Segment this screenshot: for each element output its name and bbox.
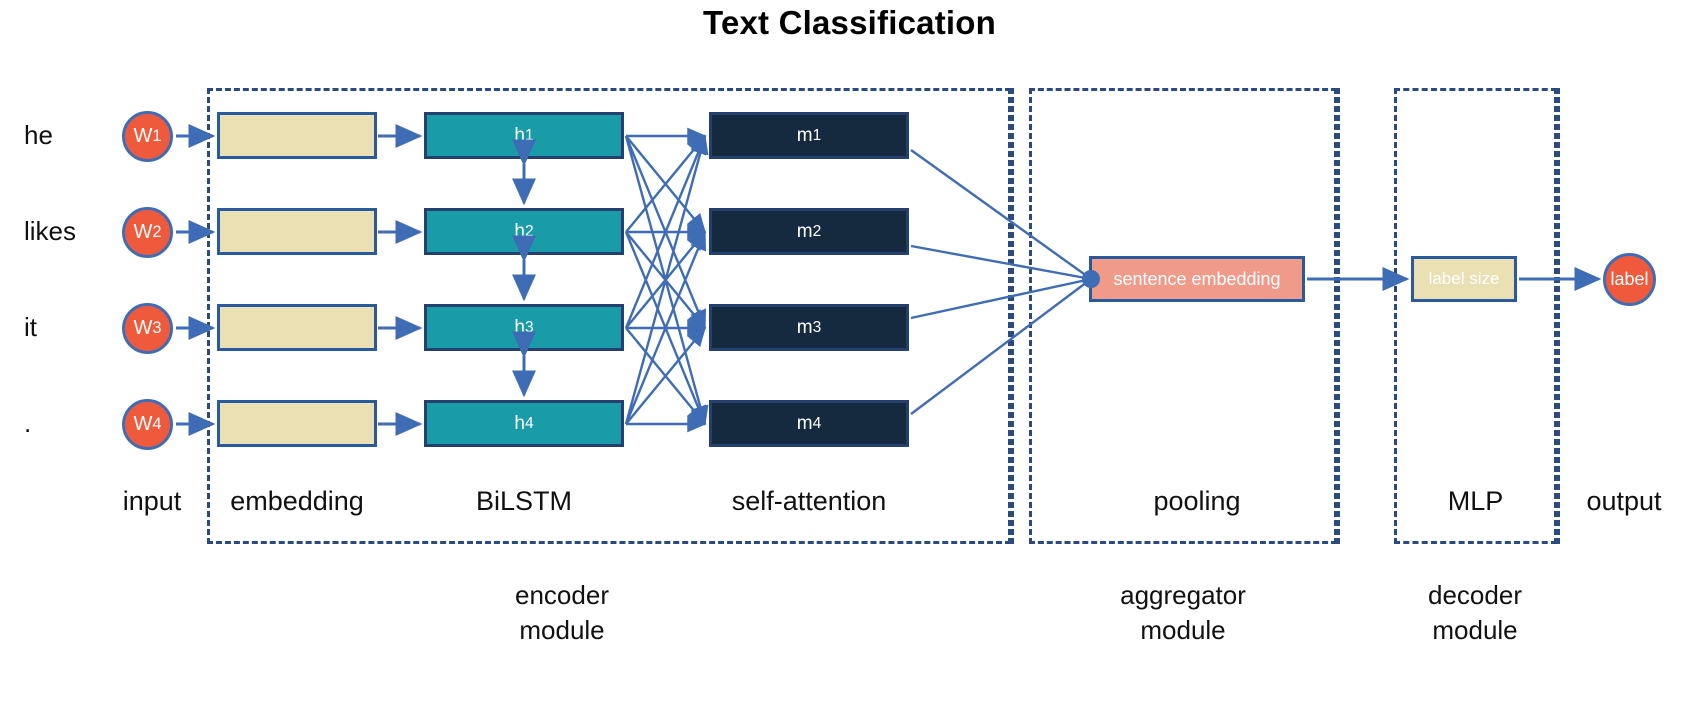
input-word-1: he [24, 120, 53, 150]
aggregator-module-label-line1: aggregator [1120, 580, 1246, 610]
label-size-box[interactable]: label size [1411, 256, 1517, 302]
selfattention-memory-m1-sub: 1 [812, 126, 822, 144]
encoder-module-label-line1: encoder [515, 580, 609, 610]
bilstm-state-h1-sub: 1 [524, 126, 534, 144]
stage-label-pooling: pooling [1153, 486, 1241, 516]
word-token-2-base: W [133, 221, 153, 243]
decoder-module-label-line1: decoder [1428, 580, 1522, 610]
word-token-3-sub: 3 [152, 319, 162, 337]
word-token-3-base: W [133, 317, 153, 339]
stage-label-self-attention: self-attention [731, 486, 887, 516]
sentence-embedding-box[interactable]: sentence embedding [1089, 256, 1305, 302]
separator-mlp-right [1557, 88, 1560, 544]
embedding-box-2[interactable] [217, 208, 377, 255]
aggregator-module-label-line2: module [1140, 615, 1226, 646]
selfattention-memory-m1-base: m [796, 124, 813, 146]
selfattention-memory-m4-base: m [796, 412, 813, 434]
selfattention-memory-m4-sub: 4 [812, 414, 822, 432]
embedding-box-4[interactable] [217, 400, 377, 447]
bilstm-state-h3-base: h [514, 316, 525, 338]
word-token-4-base: W [133, 413, 153, 435]
selfattention-memory-m3-sub: 3 [812, 318, 822, 336]
stage-label-embedding: embedding [230, 486, 364, 516]
bilstm-state-h2-sub: 2 [524, 222, 534, 240]
word-token-4-sub: 4 [152, 415, 162, 433]
page-title: Text Classification [703, 4, 996, 41]
word-token-1-base: W [133, 125, 153, 147]
separator-pooling-right [1337, 88, 1340, 544]
stage-label-output: output [1586, 486, 1662, 516]
selfattention-memory-m3-base: m [796, 316, 813, 338]
aggregator-module-label: aggregator module [1078, 578, 1288, 648]
bilstm-state-h2-base: h [514, 220, 525, 242]
selfattention-memory-m2-sub: 2 [812, 222, 822, 240]
encoder-module-label-line2: module [519, 615, 605, 646]
embedding-box-1[interactable] [217, 112, 377, 159]
bilstm-state-h1-base: h [514, 124, 525, 146]
bilstm-state-h4-base: h [514, 412, 525, 434]
input-word-2: likes [24, 216, 77, 246]
separator-embedding-left [207, 88, 210, 544]
decoder-module-label: decoder module [1370, 578, 1580, 648]
input-word-4: . [24, 408, 32, 438]
embedding-box-3[interactable] [217, 304, 377, 351]
input-word-3: it [24, 312, 37, 342]
decoder-module-label-line2: module [1432, 615, 1518, 646]
decoder-module-frame [1394, 88, 1557, 544]
word-token-2-sub: 2 [152, 223, 162, 241]
encoder-module-label: encoder module [457, 578, 667, 648]
bilstm-state-h3-sub: 3 [524, 318, 534, 336]
output-label-circle[interactable]: label [1603, 253, 1656, 306]
separator-selfattention-right [1011, 88, 1014, 544]
selfattention-memory-m2-base: m [796, 220, 813, 242]
word-token-1-sub: 1 [152, 127, 162, 145]
bilstm-state-h4-sub: 4 [524, 414, 534, 432]
stage-label-input: input [122, 486, 182, 516]
stage-label-mlp: MLP [1447, 486, 1504, 516]
stage-label-bilstm: BiLSTM [475, 486, 573, 516]
aggregator-module-frame [1029, 88, 1337, 544]
